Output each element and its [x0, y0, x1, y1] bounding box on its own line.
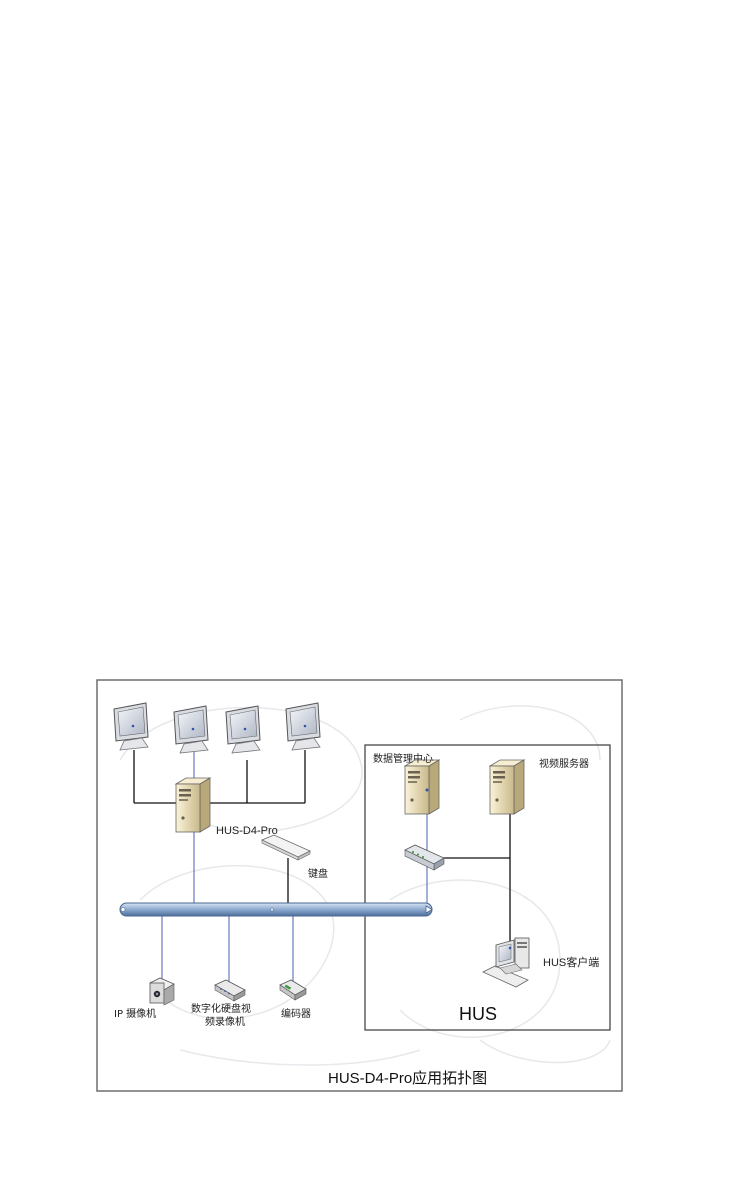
video-server-icon	[490, 760, 524, 814]
video-server-label: 视频服务器	[539, 757, 589, 770]
dvr-label-line1: 数字化硬盘视	[191, 1002, 251, 1015]
keyboard-label: 键盘	[308, 867, 328, 880]
hus-box-title: HUS	[459, 1004, 497, 1024]
main-server-label: HUS-D4-Pro	[216, 825, 278, 837]
ip-camera-label: IP 摄像机	[114, 1007, 156, 1020]
data-center-server-icon	[405, 760, 439, 814]
network-bus	[120, 903, 432, 916]
main-server-icon	[176, 778, 210, 832]
ip-camera-icon	[150, 978, 174, 1005]
dvr-label-line2: 频录像机	[205, 1015, 245, 1028]
diagram-caption: HUS-D4-Pro应用拓扑图	[328, 1069, 487, 1087]
client-label: HUS客户端	[543, 955, 599, 969]
decoder-label: 编码器	[281, 1007, 311, 1020]
data-center-label: 数据管理中心	[373, 752, 433, 765]
